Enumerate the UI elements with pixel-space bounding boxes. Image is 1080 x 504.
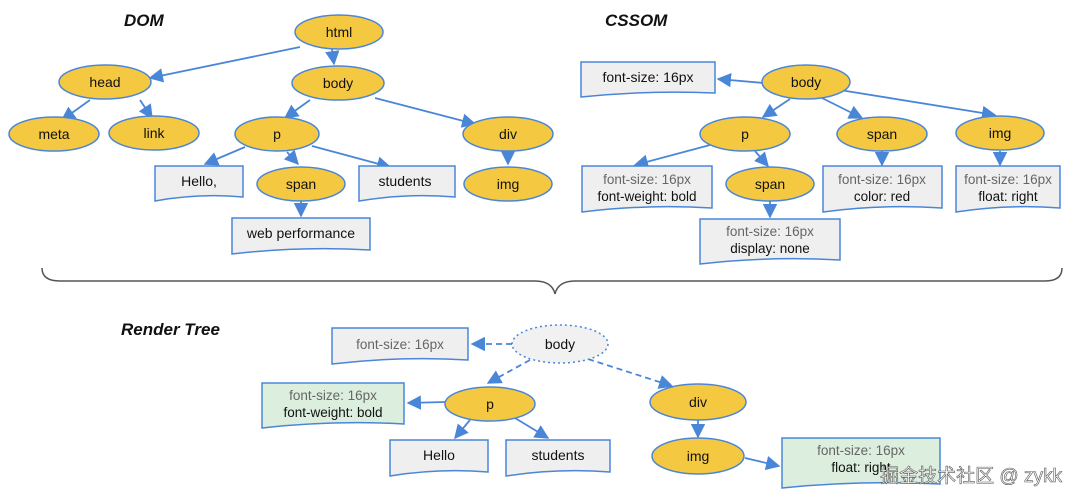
dom-node-div: div — [462, 116, 554, 152]
edge-cssom-p-span — [754, 150, 769, 168]
render-node-p: p — [444, 386, 536, 422]
cssom-node-inner-span-label: span — [755, 176, 785, 192]
edge-cssom-body-img — [839, 89, 997, 121]
dom-node-body-label: body — [323, 75, 353, 91]
cssom-node-body: body — [761, 64, 851, 100]
render-text-students: students — [505, 439, 611, 477]
cssom-img-style-line1: font-size: 16px — [964, 172, 1052, 187]
edge-cssom-body-p — [761, 98, 791, 118]
render-text-hello-label: Hello — [423, 447, 455, 463]
render-img-style-line1: font-size: 16px — [817, 443, 905, 458]
render-node-img-label: img — [687, 448, 710, 464]
dom-node-p-label: p — [273, 126, 281, 142]
edge-render-p-hello — [454, 419, 471, 440]
edge-render-p-students — [514, 417, 550, 439]
render-tree-title: Render Tree — [121, 320, 220, 339]
edge-render-body-div — [587, 358, 674, 389]
edge-head-meta — [60, 99, 91, 121]
dom-node-div-label: div — [499, 126, 517, 142]
edge-p-students — [311, 145, 392, 171]
cssom-title: CSSOM — [605, 11, 668, 30]
dom-text-hello: Hello, — [154, 165, 244, 202]
render-text-hello: Hello — [389, 439, 489, 477]
cssom-inner-span-style-box: font-size: 16px display: none — [699, 218, 841, 265]
edge-cssom-p-style — [633, 144, 711, 169]
render-img-style-box: font-size: 16px float: right — [781, 437, 941, 489]
dom-node-span: span — [256, 166, 346, 202]
cssom-node-p: p — [699, 116, 791, 152]
edge-body-p — [283, 99, 311, 119]
cssom-inner-span-style-line1: font-size: 16px — [726, 224, 814, 239]
dom-text-students: students — [358, 165, 456, 202]
dom-node-body: body — [291, 65, 385, 101]
cssom-node-img: img — [955, 115, 1045, 151]
render-node-body-label: body — [545, 336, 575, 352]
edge-p-span — [283, 149, 299, 166]
render-edges — [406, 336, 781, 471]
render-node-div: div — [649, 383, 747, 421]
cssom-node-span: span — [836, 116, 928, 152]
cssom-span-style-line1: font-size: 16px — [838, 172, 926, 187]
render-node-img: img — [651, 437, 745, 475]
edge-html-head — [148, 46, 301, 83]
dom-text-webperf-label: web performance — [246, 225, 355, 241]
dom-text-students-label: students — [379, 173, 432, 189]
cssom-p-style-line2: font-weight: bold — [597, 189, 696, 204]
render-p-style-line1: font-size: 16px — [289, 388, 377, 403]
dom-node-head-label: head — [89, 74, 120, 90]
cssom-img-style-box: font-size: 16px float: right — [955, 165, 1061, 213]
edge-p-hello — [203, 146, 246, 166]
dom-node-p: p — [234, 116, 320, 152]
dom-node-meta-label: meta — [38, 126, 69, 142]
dom-node-img: img — [463, 166, 553, 202]
cssom-span-style-line2: color: red — [854, 189, 910, 204]
render-node-p-label: p — [486, 396, 494, 412]
cssom-inner-span-style-line2: display: none — [730, 241, 810, 256]
dom-node-html: html — [294, 14, 384, 50]
dom-text-hello-label: Hello, — [181, 173, 217, 189]
edge-body-div — [374, 97, 477, 128]
edge-cssom-body-style — [716, 72, 765, 88]
edge-render-p-style — [406, 395, 446, 410]
dom-node-head: head — [58, 64, 152, 100]
render-body-style-text: font-size: 16px — [356, 337, 444, 352]
render-body-style-box: font-size: 16px — [331, 327, 469, 365]
cssom-body-style-box: font-size: 16px — [580, 61, 716, 98]
edge-html-body — [325, 48, 340, 66]
edge-cssom-body-span — [821, 97, 864, 119]
cssom-body-style-text: font-size: 16px — [602, 69, 693, 85]
dom-node-html-label: html — [326, 24, 352, 40]
render-text-students-label: students — [532, 447, 585, 463]
cssom-node-inner-span: span — [725, 166, 815, 202]
dom-edges — [60, 46, 516, 218]
dom-text-webperf: web performance — [231, 217, 371, 255]
dom-node-span-label: span — [286, 176, 316, 192]
dom-node-meta: meta — [8, 116, 100, 152]
dom-node-link: link — [108, 115, 200, 151]
dom-node-img-label: img — [497, 176, 520, 192]
cssom-node-p-label: p — [741, 126, 749, 142]
cssom-node-img-label: img — [989, 125, 1012, 141]
render-node-div-label: div — [689, 394, 707, 410]
merge-brace — [41, 267, 1063, 295]
cssom-node-span-label: span — [867, 126, 897, 142]
render-node-body: body — [511, 324, 609, 364]
cssom-img-style-line2: float: right — [978, 189, 1038, 204]
render-p-style-line2: font-weight: bold — [283, 405, 382, 420]
cssom-node-body-label: body — [791, 74, 821, 90]
edge-render-img-style — [744, 456, 781, 471]
render-p-style-box: font-size: 16px font-weight: bold — [261, 382, 405, 429]
edge-render-body-p — [486, 359, 531, 384]
dom-title: DOM — [124, 11, 165, 30]
render-img-style-line2: float: right — [831, 460, 891, 475]
edge-head-link — [138, 99, 153, 120]
cssom-p-style-line1: font-size: 16px — [603, 172, 691, 187]
cssom-p-style-box: font-size: 16px font-weight: bold — [581, 165, 713, 213]
dom-node-link-label: link — [143, 125, 165, 141]
cssom-edges — [633, 72, 1008, 219]
watermark-text: 掘金技术社区 @ zykk — [880, 465, 1062, 487]
cssom-span-style-box: font-size: 16px color: red — [822, 165, 943, 213]
